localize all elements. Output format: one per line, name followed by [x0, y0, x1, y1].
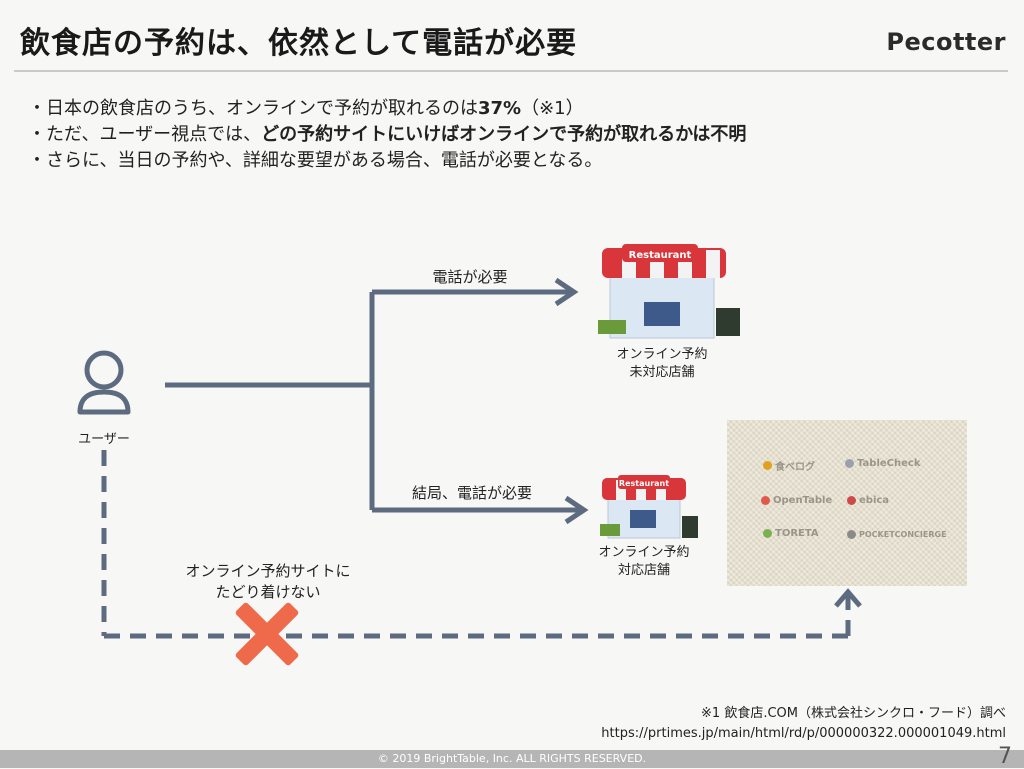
user-label: ユーザー [78, 432, 130, 447]
bottom-arrow-label: 結局、電話が必要 [411, 484, 532, 502]
pocketconcierge-logo-icon [847, 530, 856, 539]
site-tablecheck: TableCheck [845, 458, 920, 469]
pecotter-logo: Pecotter [886, 28, 1006, 56]
tabelog-logo-icon [763, 461, 772, 470]
opentable-logo-icon [761, 496, 770, 505]
bullet-list: ・日本の飲食店のうち、オンラインで予約が取れるのは37%（※1） ・ただ、ユーザ… [28, 96, 746, 174]
bottom-store-caption: オンライン予約 対応店舗 [598, 545, 690, 578]
bullet-3: ・さらに、当日の予約や、詳細な要望がある場合、電話が必要となる。 [28, 150, 603, 171]
restaurant-top-icon [598, 244, 740, 339]
page-number: 7 [998, 744, 1012, 769]
site-tabelog: 食べログ [763, 458, 815, 473]
dashed-arrowhead [834, 588, 862, 608]
tablecheck-logo-icon [845, 459, 854, 468]
site-pocketconcierge: POCKETCONCIERGE [847, 530, 947, 539]
branch-lines [165, 277, 589, 525]
title-divider [14, 70, 1008, 72]
restaurant-bottom-icon [600, 475, 698, 539]
source-url: https://prtimes.jp/main/html/rd/p/000000… [601, 726, 1006, 741]
page-title: 飲食店の予約は、依然として電話が必要 [20, 26, 578, 61]
cross-icon [235, 602, 299, 666]
bullet-2: ・ただ、ユーザー視点では、どの予約サイトにいけばオンラインで予約が取れるかは不明 [28, 124, 747, 145]
dashed-path [101, 450, 851, 639]
ebica-logo-icon [847, 496, 856, 505]
bullet-1: ・日本の飲食店のうち、オンラインで予約が取れるのは37%（※1） [28, 98, 584, 119]
copyright-footer: © 2019 BrightTable, Inc. ALL RIGHTS RESE… [0, 750, 1024, 768]
top-store-caption: オンライン予約 未対応店舗 [616, 347, 708, 380]
restaurant-top-sign: Restaurant [629, 250, 692, 261]
site-opentable: OpenTable [761, 495, 832, 506]
top-arrow-label: 電話が必要 [432, 268, 508, 286]
user-icon [77, 350, 131, 415]
footnote: ※1 飲食店.COM（株式会社シンクロ・フード）調べ https://prtim… [601, 704, 1006, 744]
toreta-logo-icon [763, 529, 772, 538]
dashed-path-label: オンライン予約サイトに たどり着けない [185, 562, 351, 601]
site-ebica: ebica [847, 495, 889, 506]
reservation-sites-panel: 食べログ TableCheck OpenTable ebica TORETA P… [727, 420, 967, 586]
restaurant-bottom-sign: Restaurant [619, 479, 669, 488]
site-toreta: TORETA [763, 528, 819, 539]
